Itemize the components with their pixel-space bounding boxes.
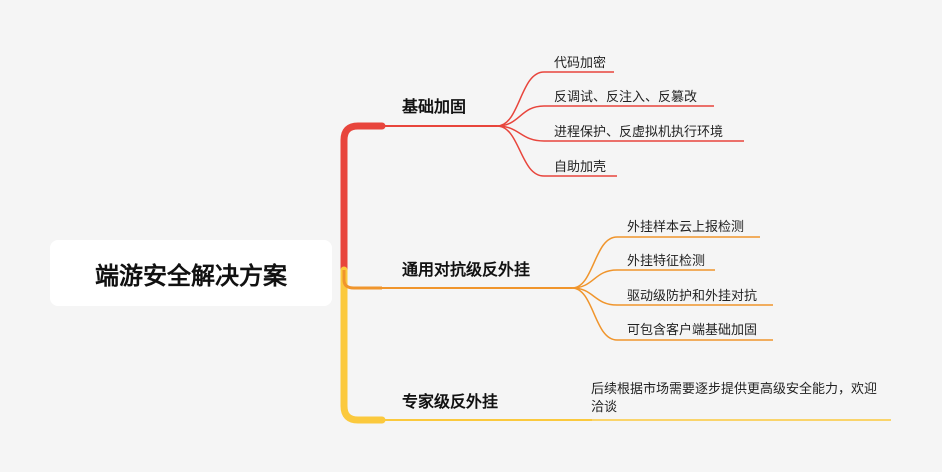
leaf-2-4[interactable]: 可包含客户端基础加固 bbox=[627, 323, 758, 338]
leaf-connector-1-3 bbox=[496, 125, 744, 142]
leaf-connector-2-3 bbox=[571, 287, 773, 306]
leaf-1-4[interactable]: 自助加壳 bbox=[554, 160, 607, 175]
trunk-orange bbox=[342, 270, 382, 290]
trunk-red bbox=[340, 122, 386, 274]
trunk-yellow bbox=[340, 266, 386, 424]
leaf-connector-1-4 bbox=[496, 125, 617, 177]
leaf-connector-2-1 bbox=[571, 236, 760, 289]
branch-node-3[interactable]: 专家级反外挂 bbox=[402, 392, 499, 411]
leaf-connector-1-1 bbox=[496, 71, 614, 127]
leaf-connector-2-4 bbox=[571, 287, 773, 341]
leaf-2-2[interactable]: 外挂特征检测 bbox=[627, 254, 706, 269]
leaf-1-3[interactable]: 进程保护、反虚拟机执行环境 bbox=[554, 125, 724, 140]
leaf-connector-1-2 bbox=[496, 105, 714, 127]
leaf-2-3[interactable]: 驱动级防护和外挂对抗 bbox=[627, 289, 758, 304]
branch-node-1[interactable]: 基础加固 bbox=[402, 97, 467, 116]
leaf-1-1[interactable]: 代码加密 bbox=[554, 56, 607, 71]
leaf-2-1[interactable]: 外挂样本云上报检测 bbox=[627, 220, 745, 235]
leaf-3-1[interactable]: 后续根据市场需要逐步提供更高级安全能力，欢迎洽谈 bbox=[591, 382, 878, 415]
leaf-1-2[interactable]: 反调试、反注入、反篡改 bbox=[554, 90, 698, 105]
branch-node-2[interactable]: 通用对抗级反外挂 bbox=[402, 260, 531, 279]
root-node[interactable]: 端游安全解决方案 bbox=[50, 240, 332, 306]
leaf-connector-2-2 bbox=[571, 269, 715, 289]
root-label: 端游安全解决方案 bbox=[95, 261, 287, 290]
